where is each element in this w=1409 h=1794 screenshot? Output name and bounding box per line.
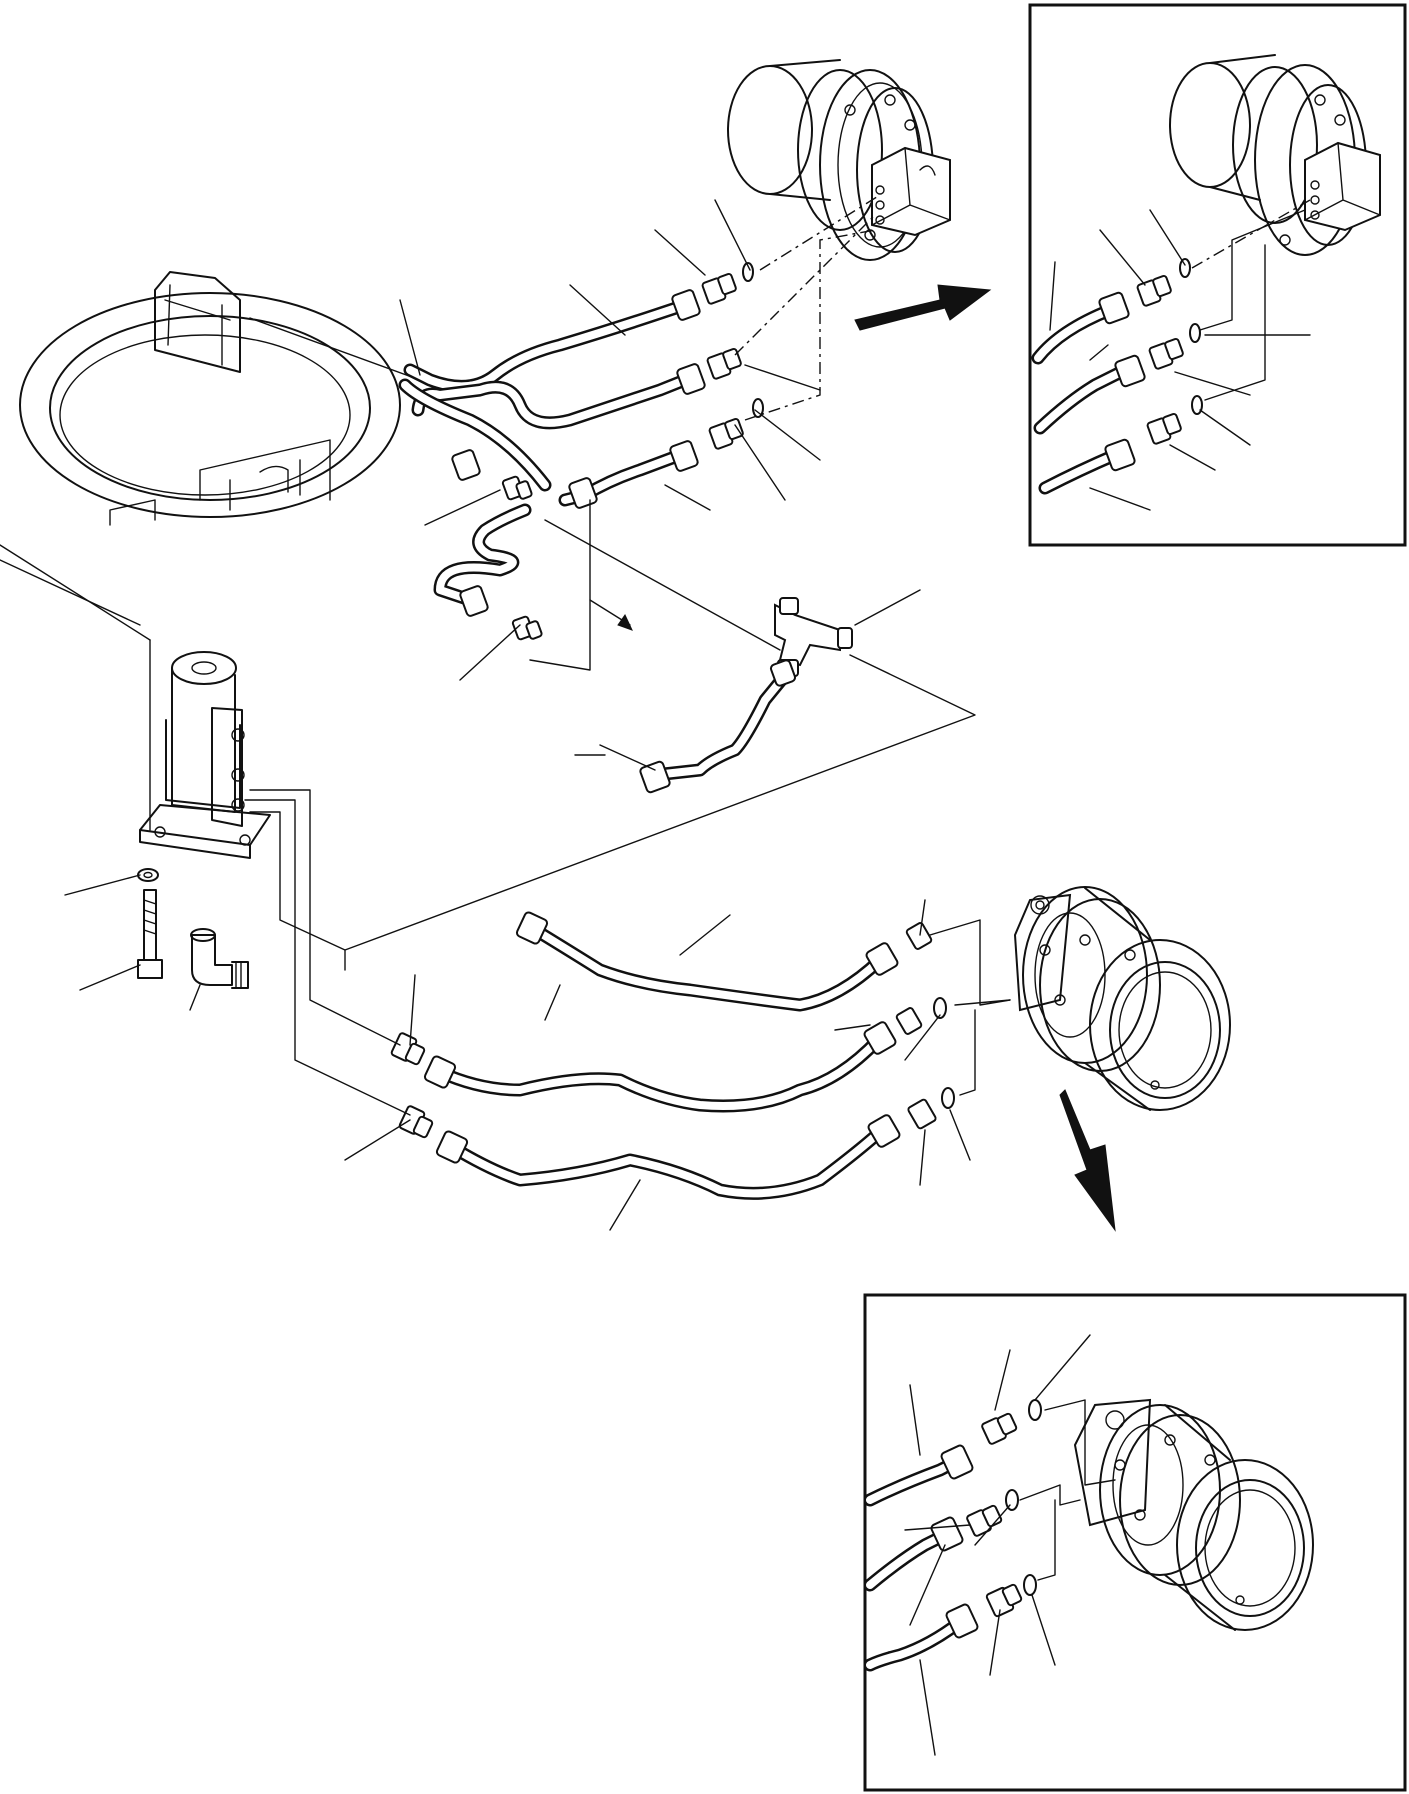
tube-set-upper (398, 298, 697, 607)
fitting-nut-lower (423, 911, 901, 1164)
fitting-nut (451, 289, 706, 617)
o-ring (742, 262, 764, 418)
arrow-to-detail-upper (854, 284, 992, 331)
adapter-fitting-lower (390, 922, 937, 1139)
bolt (137, 889, 163, 979)
revolving-frame-ring (0, 271, 421, 641)
detail-lower (863, 1293, 1407, 1792)
tube-set-lower (433, 921, 889, 1200)
arrow-to-detail-lower (1059, 1089, 1116, 1232)
tee-fitting (774, 597, 853, 677)
elbow-fitting (190, 928, 249, 989)
fitting-nut-mid (639, 659, 797, 794)
o-ring-lower (933, 997, 955, 1109)
swivel-joint (139, 639, 271, 859)
small-arrow-direction (589, 599, 633, 631)
washer (137, 868, 159, 882)
travel-motor-upper (727, 59, 951, 261)
adapter-fitting (501, 272, 744, 641)
leader-lines (64, 199, 971, 1231)
travel-motor-lower (1013, 886, 1231, 1111)
detail-upper (1028, 3, 1407, 547)
